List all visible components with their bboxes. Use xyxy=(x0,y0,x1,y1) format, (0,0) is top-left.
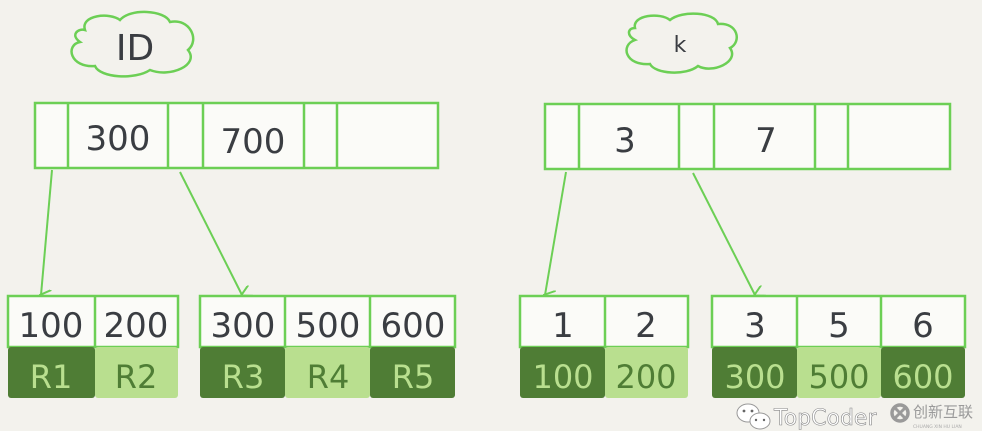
brand-logo-icon xyxy=(890,403,910,423)
leaf-node: 1 2 100 200 xyxy=(518,294,690,398)
leaf-value: R4 xyxy=(307,358,350,396)
leaf-key: 6 xyxy=(912,306,934,346)
root-node: 300 700 xyxy=(33,101,440,170)
leaf-value: 600 xyxy=(892,358,953,396)
root-key: 300 xyxy=(86,119,151,159)
leaf-value: 100 xyxy=(532,358,593,396)
leaf-key: 600 xyxy=(381,306,446,346)
leaf-key: 300 xyxy=(211,306,276,346)
pointer-arrow xyxy=(545,171,567,295)
leaf-value: R2 xyxy=(115,358,158,396)
root-key: 3 xyxy=(614,121,636,161)
root-key: 7 xyxy=(755,121,777,161)
title-cloud xyxy=(625,12,738,74)
leaf-value: 500 xyxy=(808,358,869,396)
secondary-index-tree: k 3 7 1 2 100 200 xyxy=(518,12,967,398)
leaf-key: 3 xyxy=(744,306,766,346)
leaf-value: R1 xyxy=(30,358,73,396)
pointer-arrow xyxy=(41,169,53,295)
title-cloud xyxy=(70,10,195,78)
wechat-icon xyxy=(736,403,771,430)
leaf-key: 2 xyxy=(635,306,657,346)
leaf-value: R3 xyxy=(222,358,265,396)
watermark: TopCoder 创新互联 CHUANG XIN HU LIAN xyxy=(736,400,982,431)
leaf-node: 3 5 6 300 500 600 xyxy=(710,294,967,398)
leaf-key: 100 xyxy=(19,306,84,346)
leaf-key: 200 xyxy=(104,306,169,346)
pointer-arrow xyxy=(692,172,755,295)
leaf-node: 100 200 R1 R2 xyxy=(6,294,180,398)
leaf-value: 300 xyxy=(724,358,785,396)
brand-logo-text: 创新互联 xyxy=(913,403,973,421)
leaf-value: R5 xyxy=(392,358,435,396)
root-node: 3 7 xyxy=(543,102,952,171)
leaf-key: 500 xyxy=(296,306,361,346)
leaf-value: 200 xyxy=(615,358,676,396)
root-key: 700 xyxy=(221,122,286,162)
tree-title: k xyxy=(674,33,687,58)
primary-key-index-tree: ID 300 700 100 200 R1 R2 xyxy=(6,10,457,398)
brand-logo-subtext: CHUANG XIN HU LIAN xyxy=(913,424,962,430)
leaf-key: 1 xyxy=(552,306,574,346)
watermark-text: TopCoder xyxy=(773,406,877,431)
leaf-key: 5 xyxy=(828,306,850,346)
leaf-node: 300 500 600 R3 R4 R5 xyxy=(198,294,457,398)
pointer-arrow xyxy=(179,171,242,295)
tree-title: ID xyxy=(116,28,154,69)
